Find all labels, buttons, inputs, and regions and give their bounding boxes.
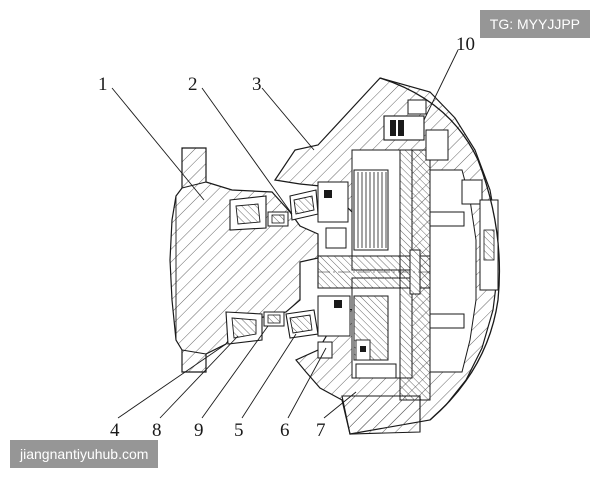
callout-labels: 1 2 3 10 4 8 9 5 6 7 (98, 34, 475, 441)
callout-1: 1 (98, 74, 108, 95)
callout-7: 7 (316, 420, 326, 441)
callout-8: 8 (152, 420, 162, 441)
watermark-bottom: jiangnantiyuhub.com (10, 440, 159, 468)
upper-inner-bearing (289, 181, 349, 249)
planet-gear-upper (353, 169, 389, 251)
planet-gear-lower (353, 295, 389, 361)
callout-9: 9 (194, 420, 204, 441)
callout-5: 5 (234, 420, 244, 441)
callout-6: 6 (280, 420, 290, 441)
upper-tapered-bearing (229, 195, 289, 231)
lower-tapered-bearing (225, 311, 285, 345)
lower-inner-bearing (285, 295, 351, 359)
leader-lines (111, 49, 459, 419)
ring-gear (399, 149, 499, 401)
section-break-line (379, 77, 501, 421)
top-fitting (383, 99, 449, 161)
callout-3: 3 (252, 74, 262, 95)
watermark-top: TG: MYYJJPP (479, 10, 590, 38)
callout-10: 10 (456, 34, 475, 55)
callout-4: 4 (110, 420, 120, 441)
callout-2: 2 (188, 74, 198, 95)
bottom-flange (341, 363, 421, 435)
